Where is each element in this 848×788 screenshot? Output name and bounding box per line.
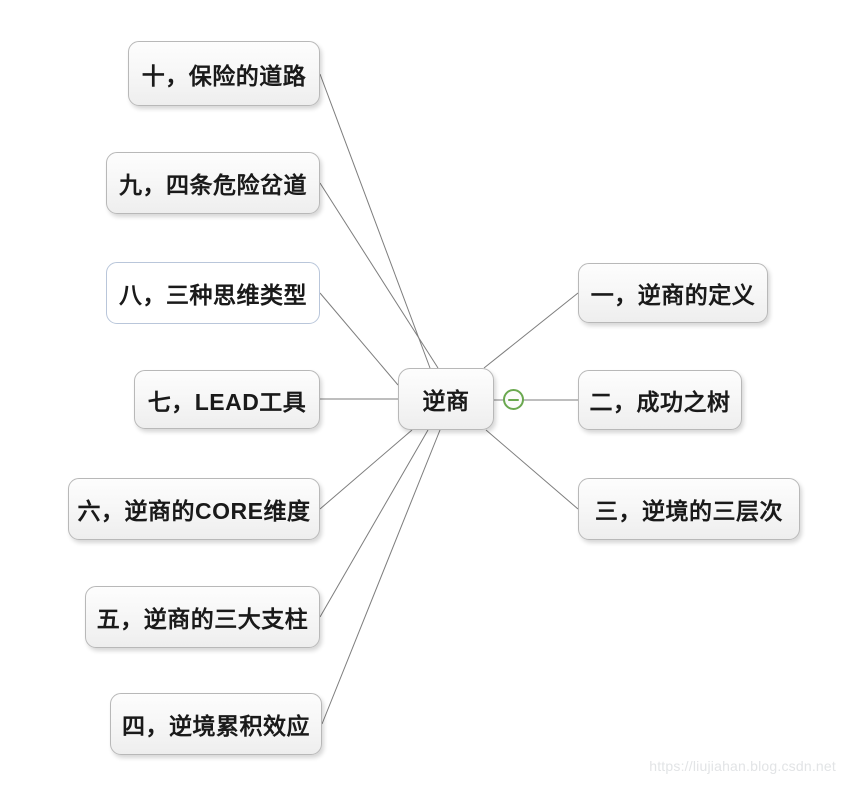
branch-node-b3[interactable]: 三，逆境的三层次: [578, 478, 800, 540]
branch-node-b2[interactable]: 二，成功之树: [578, 370, 742, 430]
branch-node-b9[interactable]: 九，四条危险岔道: [106, 152, 320, 214]
branch-node-b4[interactable]: 四，逆境累积效应: [110, 693, 322, 755]
connector-e10: [319, 73, 431, 369]
connector-e9: [319, 182, 439, 369]
branch-node-b6[interactable]: 六，逆商的CORE维度: [68, 478, 320, 540]
connector-e4: [321, 429, 441, 725]
root-node[interactable]: 逆商: [398, 368, 494, 430]
branch-node-b7[interactable]: 七，LEAD工具: [134, 370, 320, 429]
branch-node-b10[interactable]: 十，保险的道路: [128, 41, 320, 106]
minus-icon: [508, 398, 519, 401]
branch-node-b5[interactable]: 五，逆商的三大支柱: [85, 586, 320, 648]
collapse-toggle[interactable]: [503, 389, 524, 410]
connector-e8: [319, 292, 399, 386]
branch-node-b1[interactable]: 一，逆商的定义: [578, 263, 768, 323]
connector-e5: [319, 429, 429, 618]
branch-node-b8[interactable]: 八，三种思维类型: [106, 262, 320, 324]
connector-e1: [483, 292, 579, 369]
connector-e6: [319, 429, 413, 510]
connector-e3: [485, 429, 579, 510]
watermark: https://liujiahan.blog.csdn.net: [649, 758, 836, 774]
